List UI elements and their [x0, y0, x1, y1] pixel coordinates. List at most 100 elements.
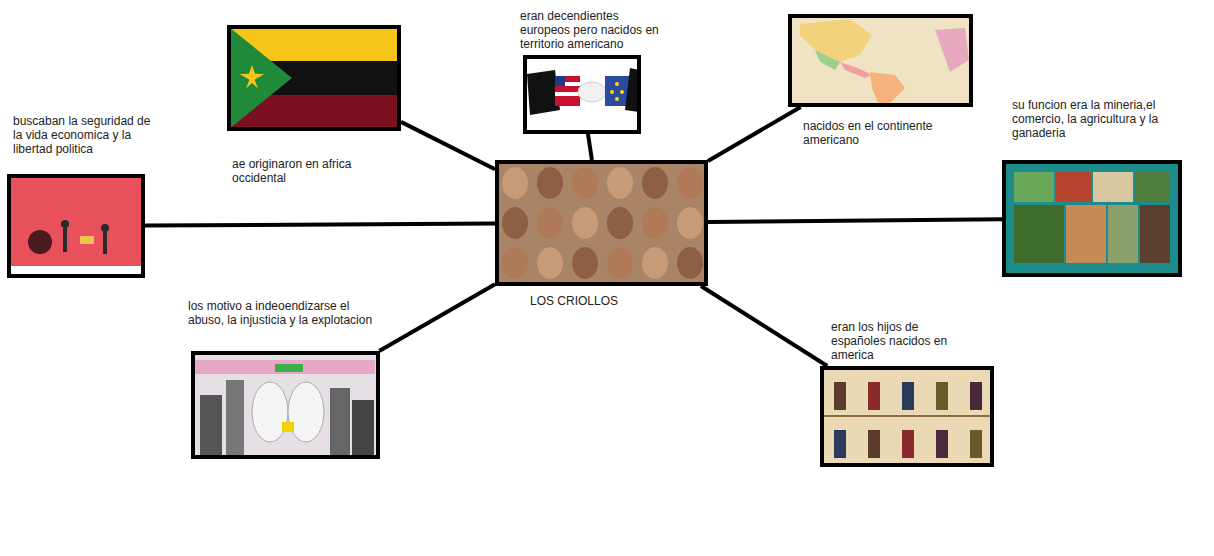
figure [902, 430, 914, 458]
face [572, 167, 598, 199]
photo [1140, 205, 1170, 263]
picture-ground [9, 176, 143, 276]
figure [970, 430, 982, 458]
figure [834, 430, 846, 458]
connector-line [708, 107, 801, 161]
connector-line [701, 286, 827, 366]
panel-divider [822, 415, 992, 417]
key-icon [80, 236, 94, 244]
map-land [870, 72, 905, 103]
person-icon [63, 228, 67, 252]
picture-box: buscaban la seguridad de la vida economi… [7, 174, 145, 278]
face [677, 167, 703, 199]
photo-frame [1004, 162, 1180, 275]
picture-box: los motivo a indeoendizarse el abuso, la… [191, 351, 380, 459]
photo [1108, 205, 1138, 263]
building [352, 400, 374, 455]
eu-star [615, 97, 619, 101]
portraits-ground [497, 162, 706, 284]
picture-box: nacidos en el continente americano [788, 14, 973, 107]
note-text: su funcion era la mineria,el comercio, l… [1012, 98, 1192, 140]
photo [1066, 205, 1106, 263]
flag-star [240, 65, 265, 89]
building [330, 388, 350, 455]
face [572, 247, 598, 279]
photo [1135, 172, 1170, 202]
face [642, 167, 668, 199]
sleeve [625, 68, 639, 112]
face [607, 247, 633, 279]
note-text: buscaban la seguridad de la vida economi… [13, 114, 153, 156]
picture-box: eran los hijos de españoles nacidos en a… [820, 366, 994, 467]
map-ground [790, 16, 971, 105]
stripes [555, 92, 580, 96]
photo [1093, 172, 1133, 202]
lock-icon [28, 230, 52, 254]
figure [288, 382, 324, 442]
face [537, 247, 563, 279]
map-land [935, 28, 969, 72]
banner [195, 360, 375, 374]
face [607, 207, 633, 239]
picture-box: eran decendientes europeos pero nacidos … [523, 55, 641, 134]
connector-line [145, 224, 495, 226]
face [642, 207, 668, 239]
photo [1014, 205, 1064, 263]
figure [868, 382, 880, 410]
photo [1056, 172, 1091, 202]
note-text: eran decendientes europeos pero nacidos … [520, 9, 670, 51]
eu-star [615, 82, 619, 86]
symbol [275, 364, 303, 372]
face [677, 207, 703, 239]
face [502, 167, 528, 199]
note-text: ae originaron en africa occidental [232, 157, 402, 185]
person-icon [101, 224, 109, 232]
face [572, 207, 598, 239]
connector-line [401, 122, 495, 169]
picture-ground [822, 368, 992, 465]
figure [970, 382, 982, 410]
building [226, 380, 244, 455]
stripes [555, 76, 580, 106]
person-icon [61, 220, 69, 228]
central-title: LOS CRIOLLOS [530, 294, 680, 308]
figure [868, 430, 880, 458]
picture-ground [193, 353, 378, 457]
face [642, 247, 668, 279]
figure [834, 382, 846, 410]
map-land [800, 19, 872, 62]
figure [936, 382, 948, 410]
face [537, 207, 563, 239]
figure [936, 430, 948, 458]
flag-triangle [229, 27, 292, 129]
face [502, 207, 528, 239]
eu-star [610, 90, 614, 94]
hands [578, 82, 606, 102]
picture-ground [525, 57, 639, 132]
picture-box: ae originaron en africa occidental [227, 25, 401, 131]
face [502, 247, 528, 279]
connector-line [379, 284, 495, 351]
map-land [840, 62, 872, 78]
face [537, 167, 563, 199]
connector-line [588, 134, 592, 160]
face [607, 167, 633, 199]
picture-box: su funcion era la mineria,el comercio, l… [1002, 160, 1182, 277]
face [677, 247, 703, 279]
figure [252, 382, 288, 442]
figure [902, 382, 914, 410]
eu-star [620, 90, 624, 94]
picture-box: LOS CRIOLLOS [495, 160, 708, 286]
note-text: nacidos en el continente americano [803, 119, 943, 147]
connector-line [708, 219, 1002, 222]
person-icon [103, 232, 107, 254]
note-text: los motivo a indeoendizarse el abuso, la… [188, 299, 374, 327]
note-text: eran los hijos de españoles nacidos en a… [831, 320, 971, 362]
map-land [815, 50, 840, 70]
photo [1014, 172, 1054, 202]
symbol [282, 422, 294, 432]
stripes [555, 76, 565, 86]
building [200, 395, 222, 455]
